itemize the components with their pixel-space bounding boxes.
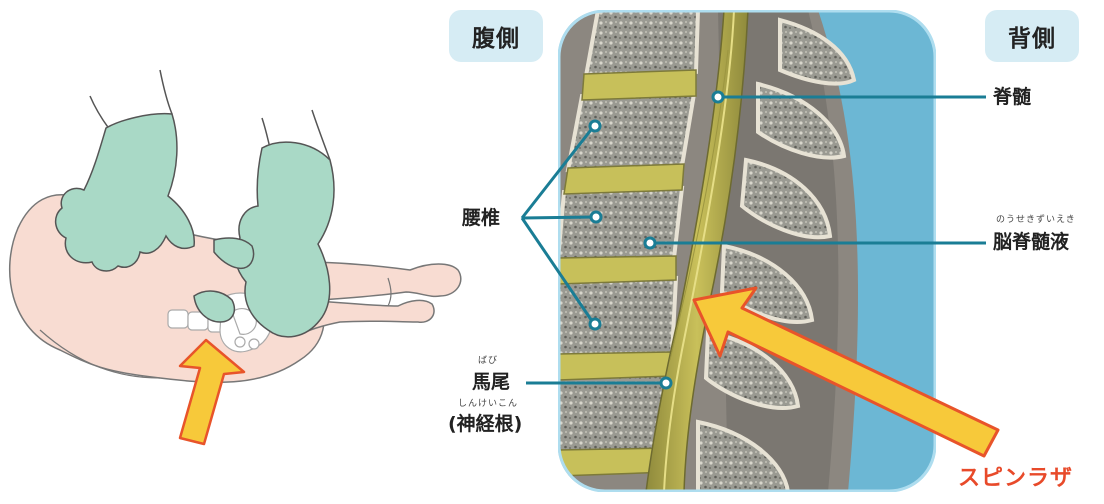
label-csf: 脳脊髄液 [993, 233, 1069, 252]
brand-label: スピンラザ [958, 468, 1073, 490]
ruby-cauda-equina: ばび [478, 357, 498, 366]
ruby-nerve-roots: しんけいこん [458, 400, 518, 409]
dot-csf [645, 238, 655, 248]
label-lumbar-vertebrae: 腰椎 [462, 209, 500, 228]
dot-lumbar-1 [590, 121, 600, 131]
label-nerve-roots: (神経根) [448, 415, 522, 434]
dot-lumbar-2 [591, 212, 601, 222]
label-spinal-cord: 脊髄 [993, 88, 1031, 107]
leader-lumbar-3 [522, 218, 594, 324]
dot-cauda-equina [661, 378, 671, 388]
leader-lumbar-2 [522, 217, 594, 218]
label-cauda-equina: 馬尾 [472, 373, 510, 392]
dot-spinal-cord [713, 92, 723, 102]
dot-lumbar-3 [590, 319, 600, 329]
leader-lumbar-1 [522, 126, 594, 218]
ruby-csf: のうせきずいえき [996, 216, 1076, 225]
